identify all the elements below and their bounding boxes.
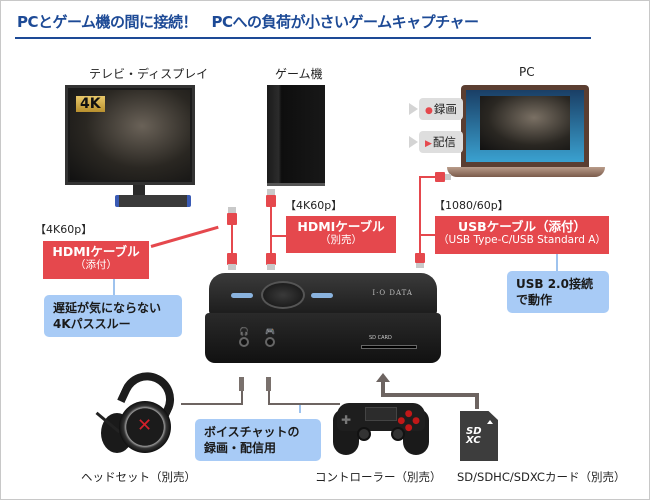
arrow-up-icon [376, 373, 390, 382]
tv-cable-pointer [150, 225, 219, 248]
headset-jack [239, 337, 249, 347]
tv-label: テレビ・ディスプレイ [89, 67, 209, 81]
capture-device-image: I·O DATA 🎧 🎮 SD CARD [205, 273, 441, 365]
usb-cable-label: USBケーブル（添付） （USB Type-C/USB Standard A） [435, 216, 609, 254]
brand-x-icon: ✕ [137, 415, 153, 436]
right-stick [391, 427, 405, 441]
controller-image: ✚ ●● ●● [333, 395, 429, 455]
arrow-icon [409, 103, 418, 115]
console-base [267, 183, 325, 186]
capture-button [261, 281, 305, 309]
console-hdmi-cable-label: HDMIケーブル （別売） [286, 216, 396, 253]
tv-hdmi-cable-label: HDMIケーブル （添付） [43, 241, 149, 279]
touchpad [365, 407, 397, 421]
title-underline [15, 37, 591, 39]
sd-arrow [381, 381, 385, 395]
dpad-icon: ✚ [341, 413, 352, 427]
tv-display-image: 4K [65, 85, 195, 185]
tv-cable-spec: 【4K60p】 [35, 223, 93, 236]
play-triangle-icon: ▶ [425, 139, 432, 149]
passthrough-callout: 遅延が気にならない 4Kパススルー [44, 295, 182, 337]
stream-tag: ▶配信 [409, 131, 463, 153]
audio-plug-icon [266, 377, 271, 391]
tv-stand-base [115, 195, 191, 207]
sd-slot-label: SD CARD [369, 335, 392, 341]
4k-badge: 4K [76, 96, 105, 112]
laptop-keyboard-base [447, 167, 605, 177]
brand-logo: I·O DATA [372, 289, 413, 297]
game-console-image [267, 85, 325, 185]
controller-cable [268, 403, 340, 405]
arrow-icon [409, 136, 418, 148]
headset-label: ヘッドセット（別売） [81, 470, 196, 484]
usb-plug-icon [435, 172, 445, 182]
console-hdmi-cable [270, 205, 272, 261]
controller-label: コントローラー（別売） [315, 470, 442, 484]
headset-image: ✕ [93, 363, 183, 463]
page-title: PCとゲーム機の間に接続！ PCへの負荷が小さいゲームキャプチャー [17, 13, 479, 31]
hdmi-plug-icon [266, 195, 276, 207]
headphone-icon: 🎧 [239, 327, 249, 336]
pc-label: PC [519, 65, 535, 79]
hdmi-plug-icon [266, 253, 276, 265]
tv-stand-neck [133, 185, 145, 195]
usb-cable [419, 176, 421, 258]
record-dot-icon: ● [425, 106, 433, 116]
voice-chat-callout: ボイスチャットの 録画・配信用 [195, 419, 321, 461]
hdmi-plug-icon [227, 213, 237, 225]
usb-c-plug-icon [415, 253, 425, 263]
pc-cable-spec: 【1080/60p】 [434, 199, 509, 212]
console-label: ゲーム機 [275, 67, 323, 81]
controller-port-icon: 🎮 [265, 327, 275, 336]
led-right [311, 293, 333, 298]
audio-plug-icon [239, 377, 244, 391]
tv-hdmi-cable [231, 223, 233, 259]
led-left [231, 293, 253, 298]
headset-cable [181, 403, 243, 405]
controller-jack [265, 337, 275, 347]
usb2-callout: USB 2.0接続 で動作 [507, 271, 609, 313]
laptop-game-screen [480, 96, 570, 150]
face-buttons-icon: ●● ●● [397, 409, 422, 433]
laptop-image [461, 85, 589, 167]
sd-card-slot [361, 345, 417, 349]
console-cable-spec: 【4K60p】 [285, 199, 343, 212]
record-tag: ●録画 [409, 98, 463, 120]
sd-card-label: SD/SDHC/SDXCカード（別売） [457, 470, 626, 484]
left-stick [357, 427, 371, 441]
hdmi-plug-icon [227, 253, 237, 265]
